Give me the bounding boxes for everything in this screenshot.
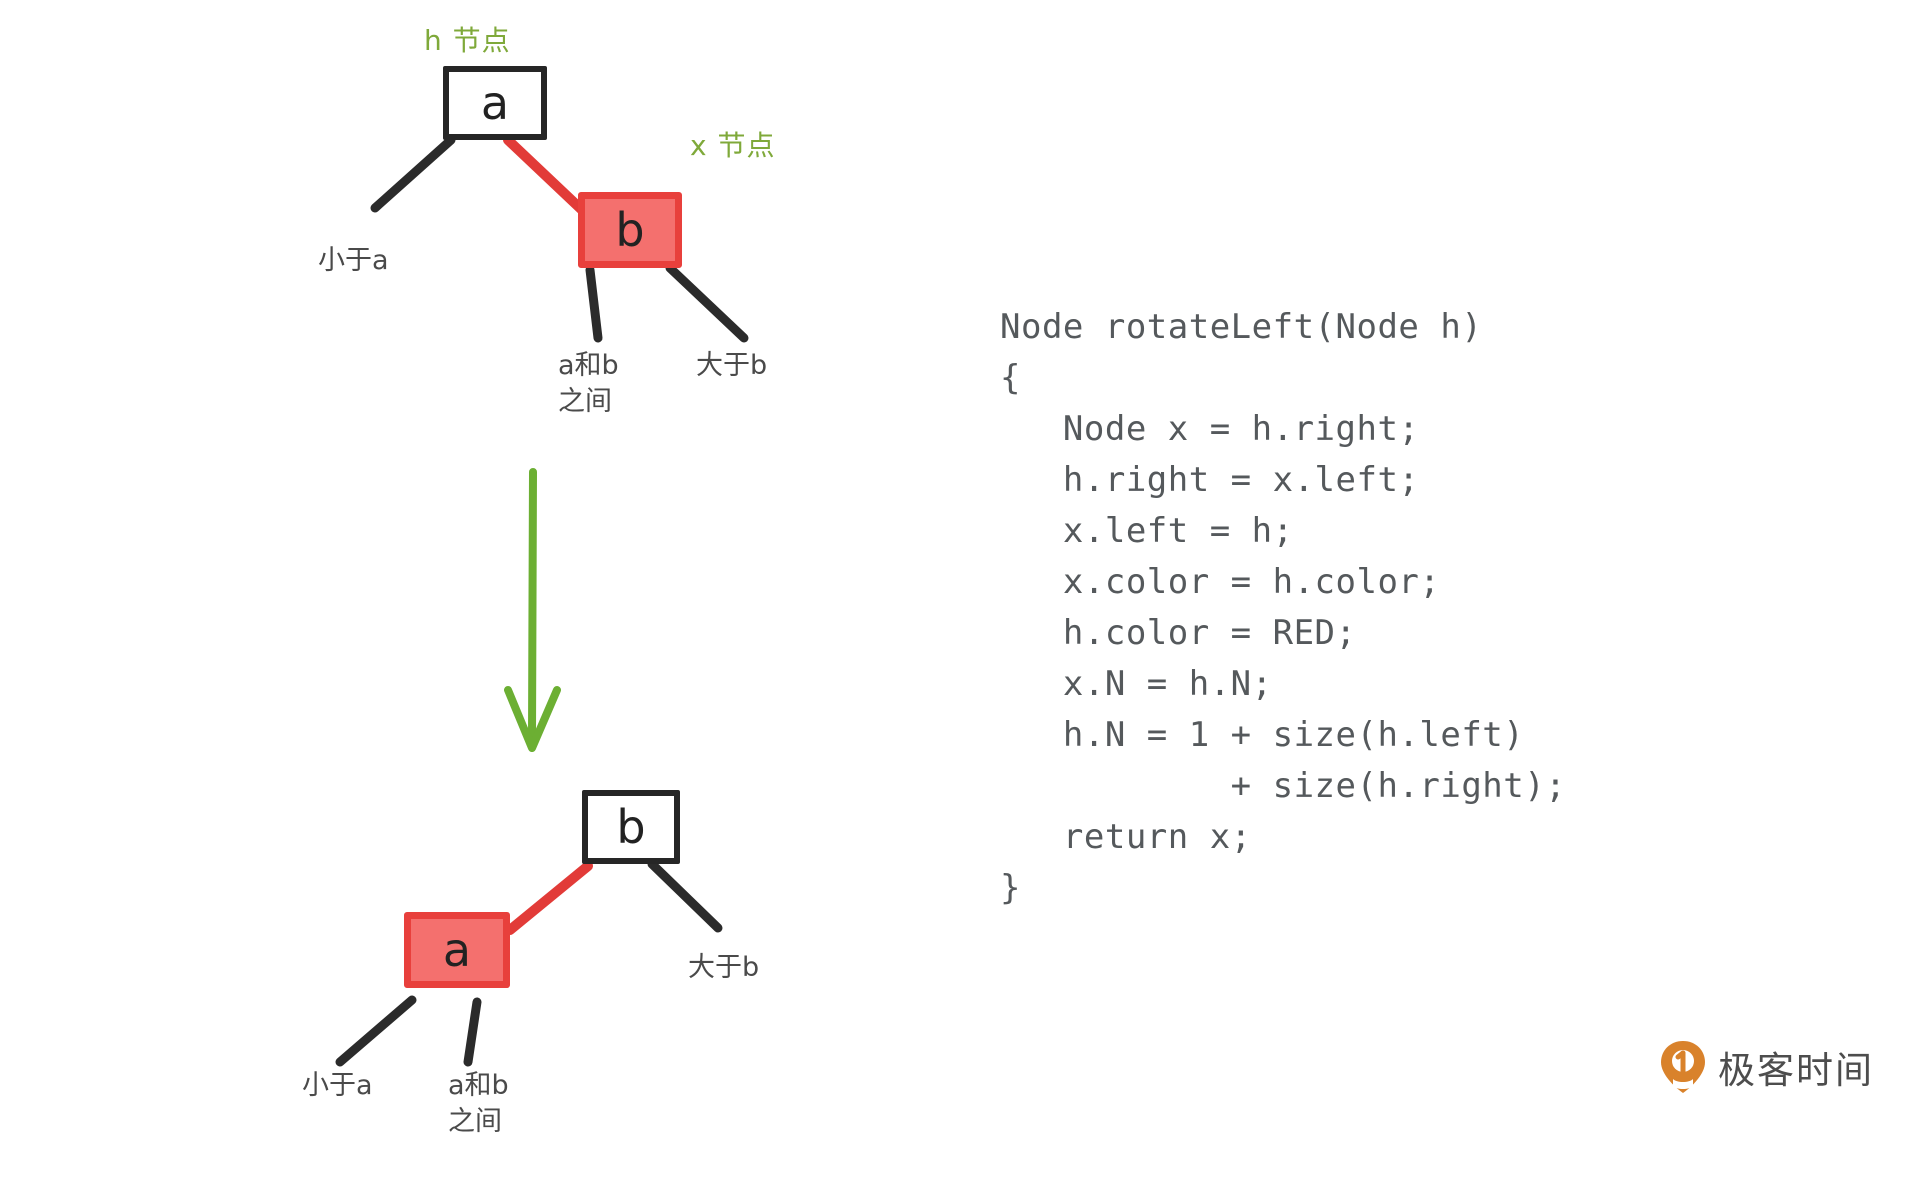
watermark-brand: 极客时间	[1718, 1049, 1874, 1092]
label-greater-than-b-bottom: 大于b	[688, 952, 760, 983]
watermark: 极客时间	[1660, 1040, 1874, 1094]
node-b-top-label: b	[615, 203, 645, 257]
label-less-than-a-bottom: 小于a	[302, 1070, 373, 1101]
geektime-logo-icon	[1661, 1041, 1705, 1093]
code-snippet-rotate-left: Node rotateLeft(Node h) { Node x = h.rig…	[1000, 307, 1567, 908]
node-b-top[interactable]: b	[578, 192, 682, 268]
node-a-top[interactable]: a	[443, 66, 547, 140]
link-a-b-red-top	[503, 135, 587, 215]
link-a-middle-bottom	[463, 997, 482, 1067]
annotation-x-node: x 节点	[690, 129, 776, 162]
link-b-a-red-bottom	[505, 861, 593, 935]
transform-arrow-icon	[504, 468, 561, 752]
link-b-left-top	[585, 265, 603, 343]
node-a-bottom-label: a	[442, 923, 472, 977]
link-a-left-bottom	[335, 995, 417, 1067]
node-b-bottom-label: b	[616, 800, 646, 854]
node-a-bottom[interactable]: a	[404, 912, 510, 988]
link-b-right-bottom	[647, 859, 723, 933]
node-a-top-label: a	[480, 76, 510, 130]
annotation-h-node: h 节点	[424, 24, 511, 57]
node-b-bottom[interactable]: b	[582, 790, 680, 864]
label-greater-than-b-top: 大于b	[696, 350, 768, 381]
link-b-right-top	[665, 263, 749, 343]
label-less-than-a-top: 小于a	[318, 245, 389, 276]
label-between-a-and-b-top: a和b 之间	[558, 350, 619, 417]
label-between-a-and-b-bottom: a和b 之间	[448, 1070, 509, 1137]
link-a-left-top	[370, 135, 456, 213]
